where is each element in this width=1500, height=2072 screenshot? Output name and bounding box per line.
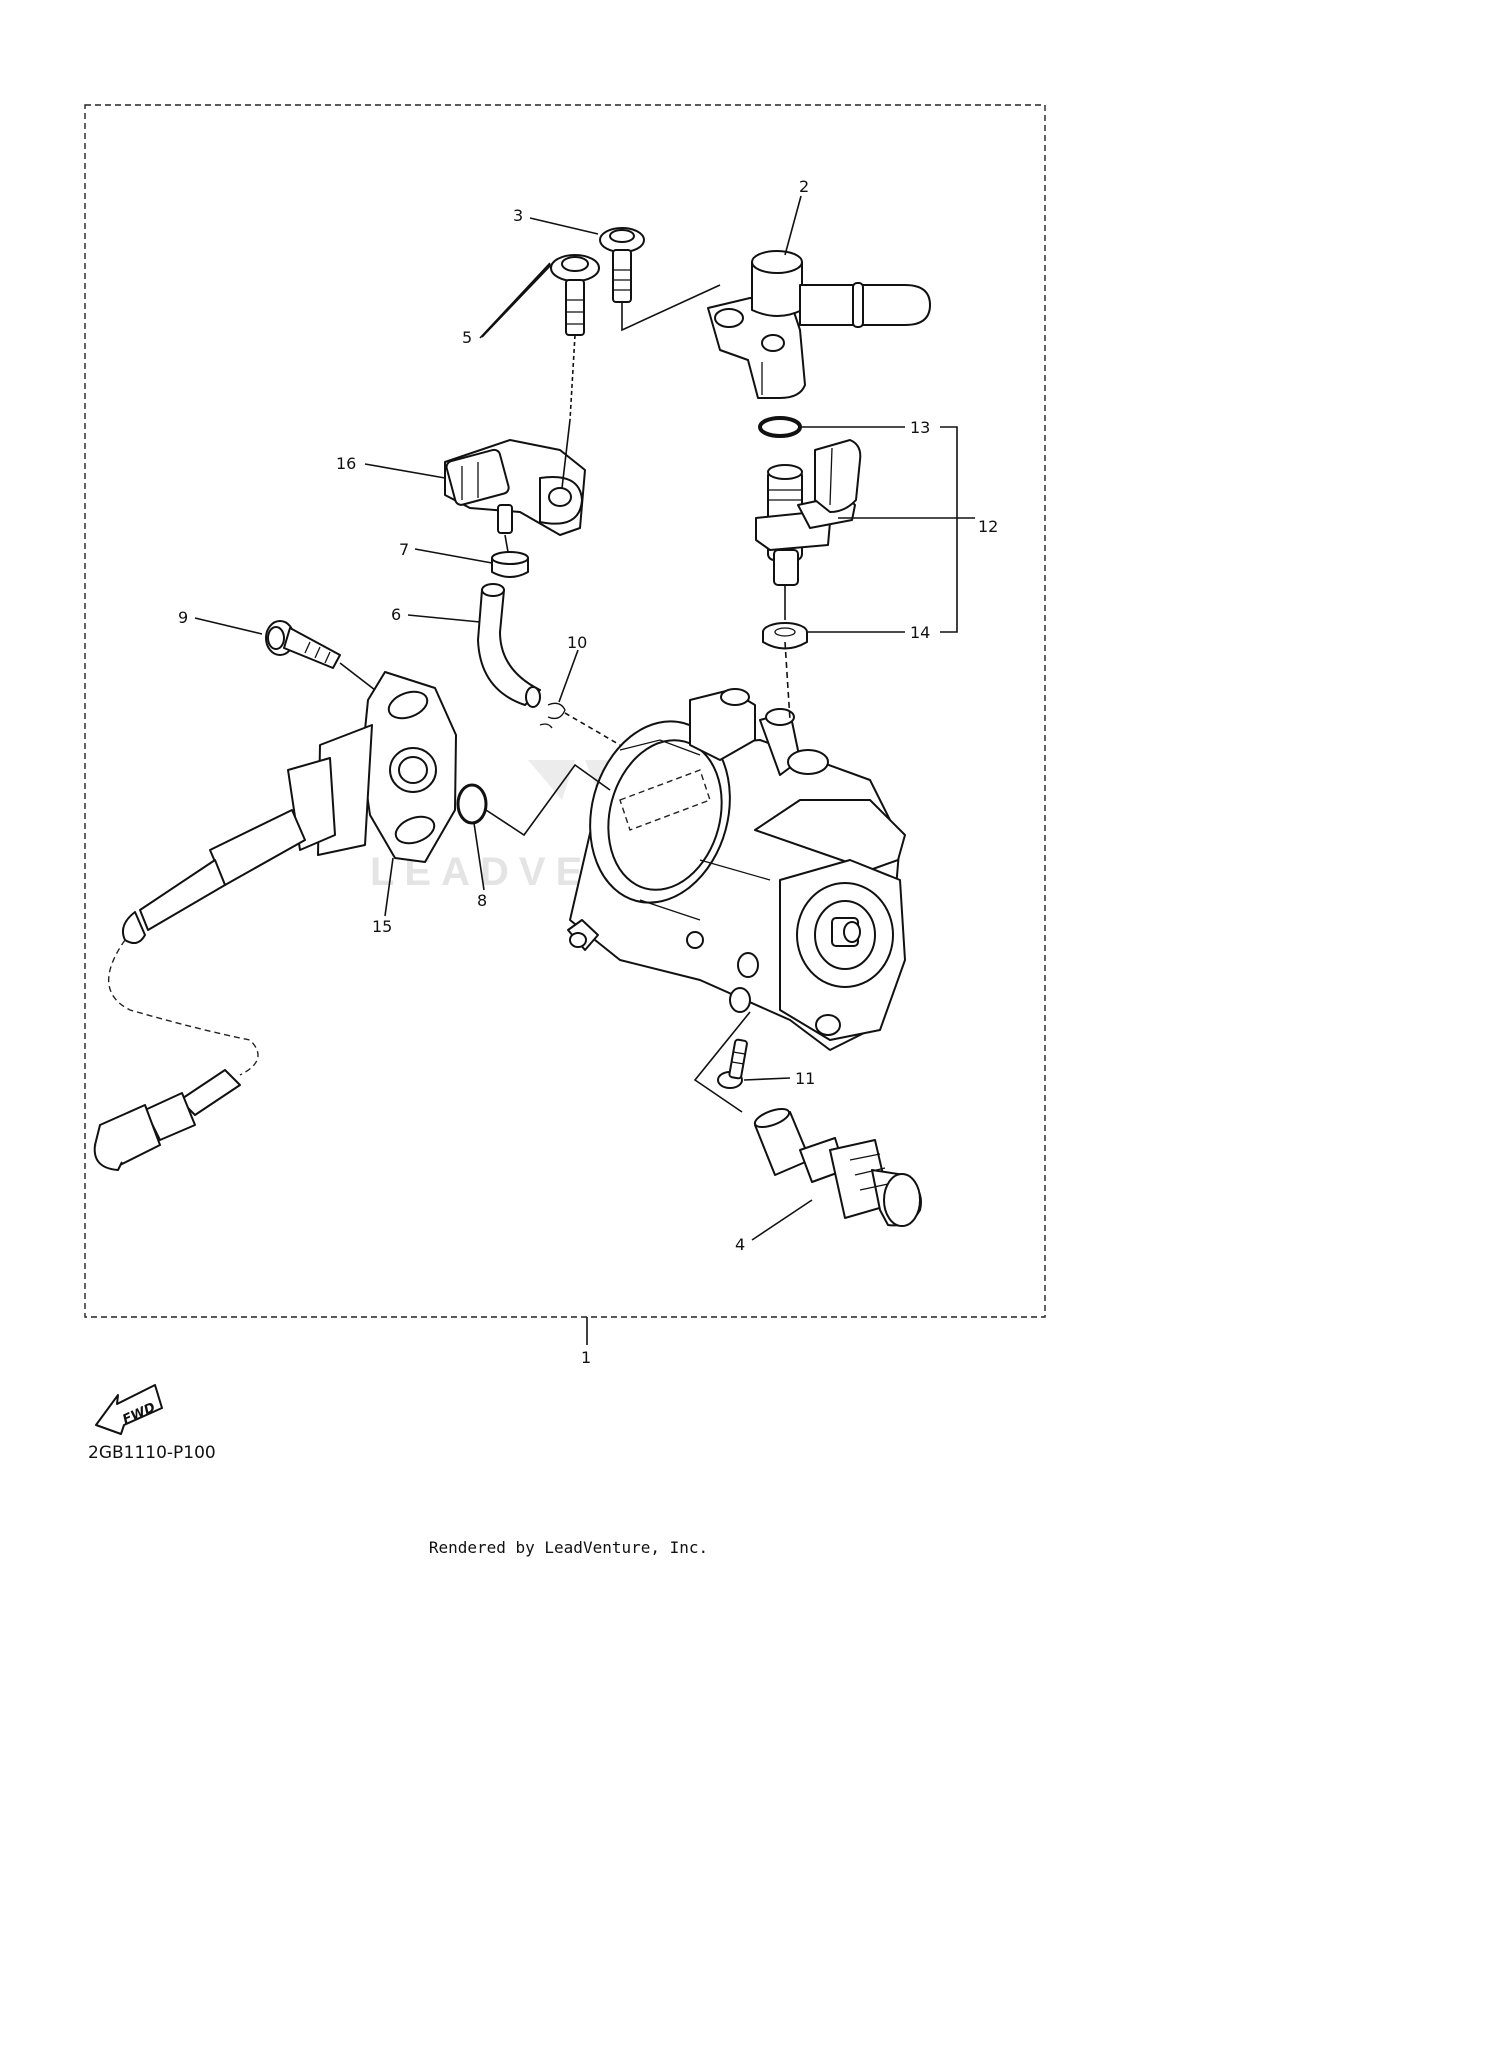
diagram-code: 2GB1110-P100 [88,1443,216,1463]
part-15-throttle-position-sensor [122,671,457,945]
leader-lines [194,195,975,1345]
callout-5: 5 [462,328,472,347]
callout-13: 13 [910,418,930,437]
callout-11: 11 [795,1069,815,1088]
callout-7: 7 [399,540,409,559]
assembly-guide-lines [339,284,791,1113]
part-7-hose-clamp [491,551,529,578]
callout-2: 2 [799,177,809,196]
callout-14: 14 [910,623,930,642]
part-4-idle-screw [753,1107,922,1227]
callout-6: 6 [391,605,401,624]
callout-12: 12 [978,517,998,536]
sensor-wire [108,939,259,1076]
part-16-map-sensor [444,439,586,536]
callout-8: 8 [477,891,487,910]
parts-diagram: LEADVENTURE [84,104,1046,1435]
render-credit: Rendered by LeadVenture, Inc. [428,1538,709,1557]
part-2-fuel-joint [707,250,931,399]
part-12-fuel-injector [755,439,862,586]
callout-labels: 2 3 5 16 7 6 9 10 13 12 14 8 15 11 4 1 [178,177,998,1367]
part-9-screw [265,620,341,669]
part-14-seal [762,622,808,650]
callout-16: 16 [336,454,356,473]
callout-15: 15 [372,917,392,936]
assembly-boundary [84,104,1046,1318]
callout-10: 10 [567,633,587,652]
part-10-clip [539,702,566,729]
part-15-sensor-plug [93,1069,241,1171]
fwd-arrow-icon: FWD [95,1384,163,1435]
part-5-bolt [550,254,600,336]
part-8-o-ring [456,783,488,825]
callout-4: 4 [735,1235,745,1254]
callout-9: 9 [178,608,188,627]
part-6-hose [477,583,541,708]
part-13-o-ring [758,416,802,438]
part-1-throttle-body [567,688,906,1051]
part-11-screw [717,1038,748,1089]
part-3-bolt [599,227,645,303]
callout-1: 1 [581,1348,591,1367]
callout-3: 3 [513,206,523,225]
